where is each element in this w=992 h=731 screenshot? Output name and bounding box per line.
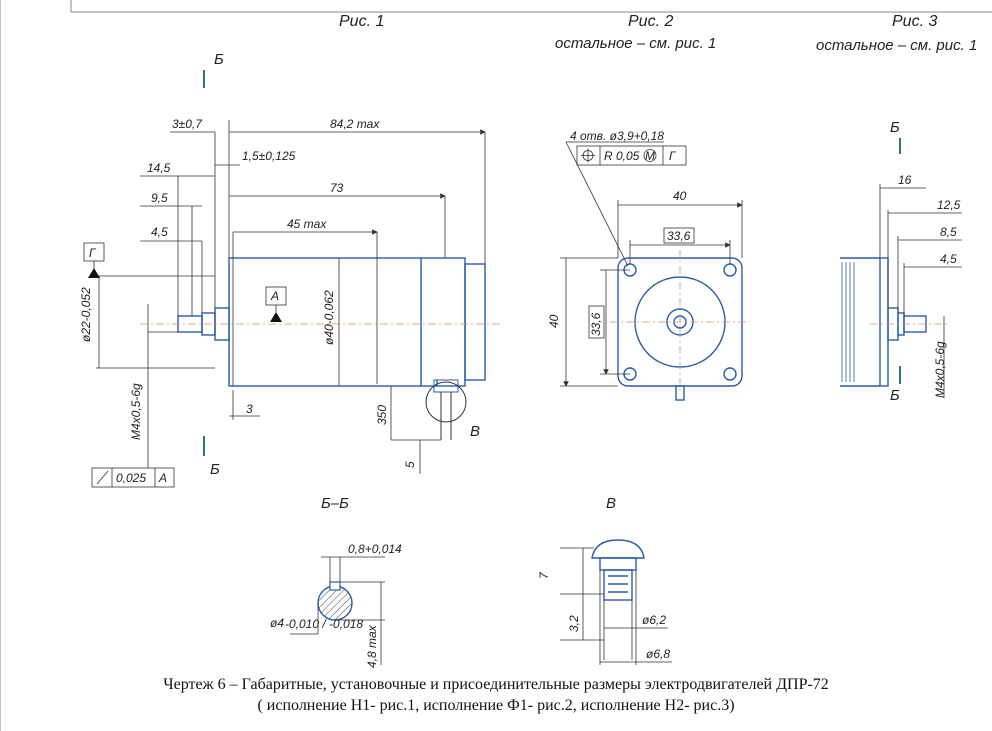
fig2-position-frame [576, 145, 687, 166]
fig1-dim-4-5: 4,5 [151, 225, 168, 239]
fig2-dimension-lines [560, 141, 743, 387]
fig1-dimension-lines [96, 120, 486, 474]
fig2-dim-40h: 40 [673, 189, 687, 203]
detail-title: В [606, 495, 616, 512]
fig1-title: Рис. 1 [339, 13, 384, 30]
fig1-datum-g-label: Г [89, 246, 97, 260]
fig3-dim-thread: M4x0,5-6g [933, 341, 947, 398]
fig3-side-view [840, 257, 927, 387]
fig1-runout-frame [91, 440, 175, 488]
fig2-position-mod: M [645, 149, 655, 163]
fig2-holes: 4 отв. ø3,9+0,18 [570, 129, 664, 143]
fig1-section-top: Б [214, 51, 224, 68]
fig3-dimension-lines [879, 184, 962, 398]
fig1-detail-label: В [470, 423, 480, 440]
detail-dim-phi6-2: ø6,2 [642, 613, 666, 627]
section-dim-phi4: ø4 [270, 616, 284, 630]
caption-line-1: Чертеж 6 – Габаритные, установочные и пр… [163, 676, 829, 693]
fig1-dim-84: 84,2 max [330, 117, 380, 131]
fig3-dim-4-5: 4,5 [940, 252, 957, 266]
fig3-dim-16: 16 [898, 173, 912, 187]
fig1-section-bottom: Б [210, 461, 220, 478]
fig1-dim-9-5: 9,5 [151, 191, 168, 205]
fig1-dim-thread: M4x0,5-6g [129, 383, 143, 440]
section-title: Б–Б [321, 495, 349, 512]
fig2-position-tol: R 0,05 [604, 149, 640, 163]
fig1-dim-phi40: ø40-0,062 [322, 290, 336, 345]
fig1-datum-a-label: А [270, 289, 279, 303]
fig2-centerlines [610, 250, 750, 394]
fig2-position-datum: Г [669, 149, 677, 163]
fig2-dim-33-6h-box [663, 227, 695, 244]
fig3-section-bottom: Б [890, 387, 900, 404]
fig2-dim-40v: 40 [547, 314, 561, 328]
fig2-note: остальное – см. рис. 1 [555, 35, 716, 52]
detail-v-dimension-lines [560, 547, 672, 665]
section-dim-keyway: 0,8+0,014 [348, 542, 402, 556]
fig1-motor-view [177, 257, 486, 387]
fig1-dim-350: 350 [375, 405, 389, 425]
fig2-dim-33-6h: 33,6 [667, 229, 691, 243]
detail-dim-phi6-8: ø6,8 [646, 647, 670, 661]
fig1-runout-value: 0,025 [116, 471, 146, 485]
fig1-dim-14-5: 14,5 [147, 161, 171, 175]
fig1-dim-5: 5 [403, 461, 417, 468]
fig1-dim-3: 3±0,7 [172, 117, 203, 131]
caption-line-2: ( исполнение Н1- рис.1, исполнение Ф1- р… [257, 697, 735, 714]
fig1-dim-1-5: 1,5±0,125 [242, 149, 296, 163]
section-bb-view [317, 581, 353, 621]
fig1-datum-a [265, 286, 287, 322]
fig1-datum-g [83, 242, 105, 278]
fig2-title: Рис. 2 [628, 13, 673, 30]
fig2-dim-33-6v: 33,6 [589, 312, 603, 336]
section-dim-phi4-tol: -0,010 / -0,018 [285, 617, 363, 631]
fig3-note: остальное – см. рис. 1 [816, 37, 977, 54]
detail-dim-3-2: 3,2 [567, 615, 581, 632]
fig1-connector [425, 379, 467, 440]
fig3-title: Рис. 3 [892, 13, 937, 30]
fig3-dim-12-5: 12,5 [937, 198, 961, 212]
fig3-dim-8-5: 8,5 [940, 225, 957, 239]
fig1-runout-datum: А [158, 471, 167, 485]
fig3-break-hatch [841, 262, 855, 382]
fig1-dim-phi22: ø22-0,052 [79, 287, 93, 342]
detail-v-view [591, 539, 645, 601]
fig1-dim-3b: 3 [246, 402, 253, 416]
fig1-dim-45max: 45 max [287, 217, 327, 231]
fig1-dim-73: 73 [330, 181, 344, 195]
fig2-dim-33-6v-box [588, 305, 605, 339]
fig3-section-top: Б [890, 119, 900, 136]
section-dim-h48: 4,8 max [365, 624, 379, 668]
section-bb-dimension-lines [290, 556, 385, 665]
detail-dim-7: 7 [537, 571, 551, 579]
